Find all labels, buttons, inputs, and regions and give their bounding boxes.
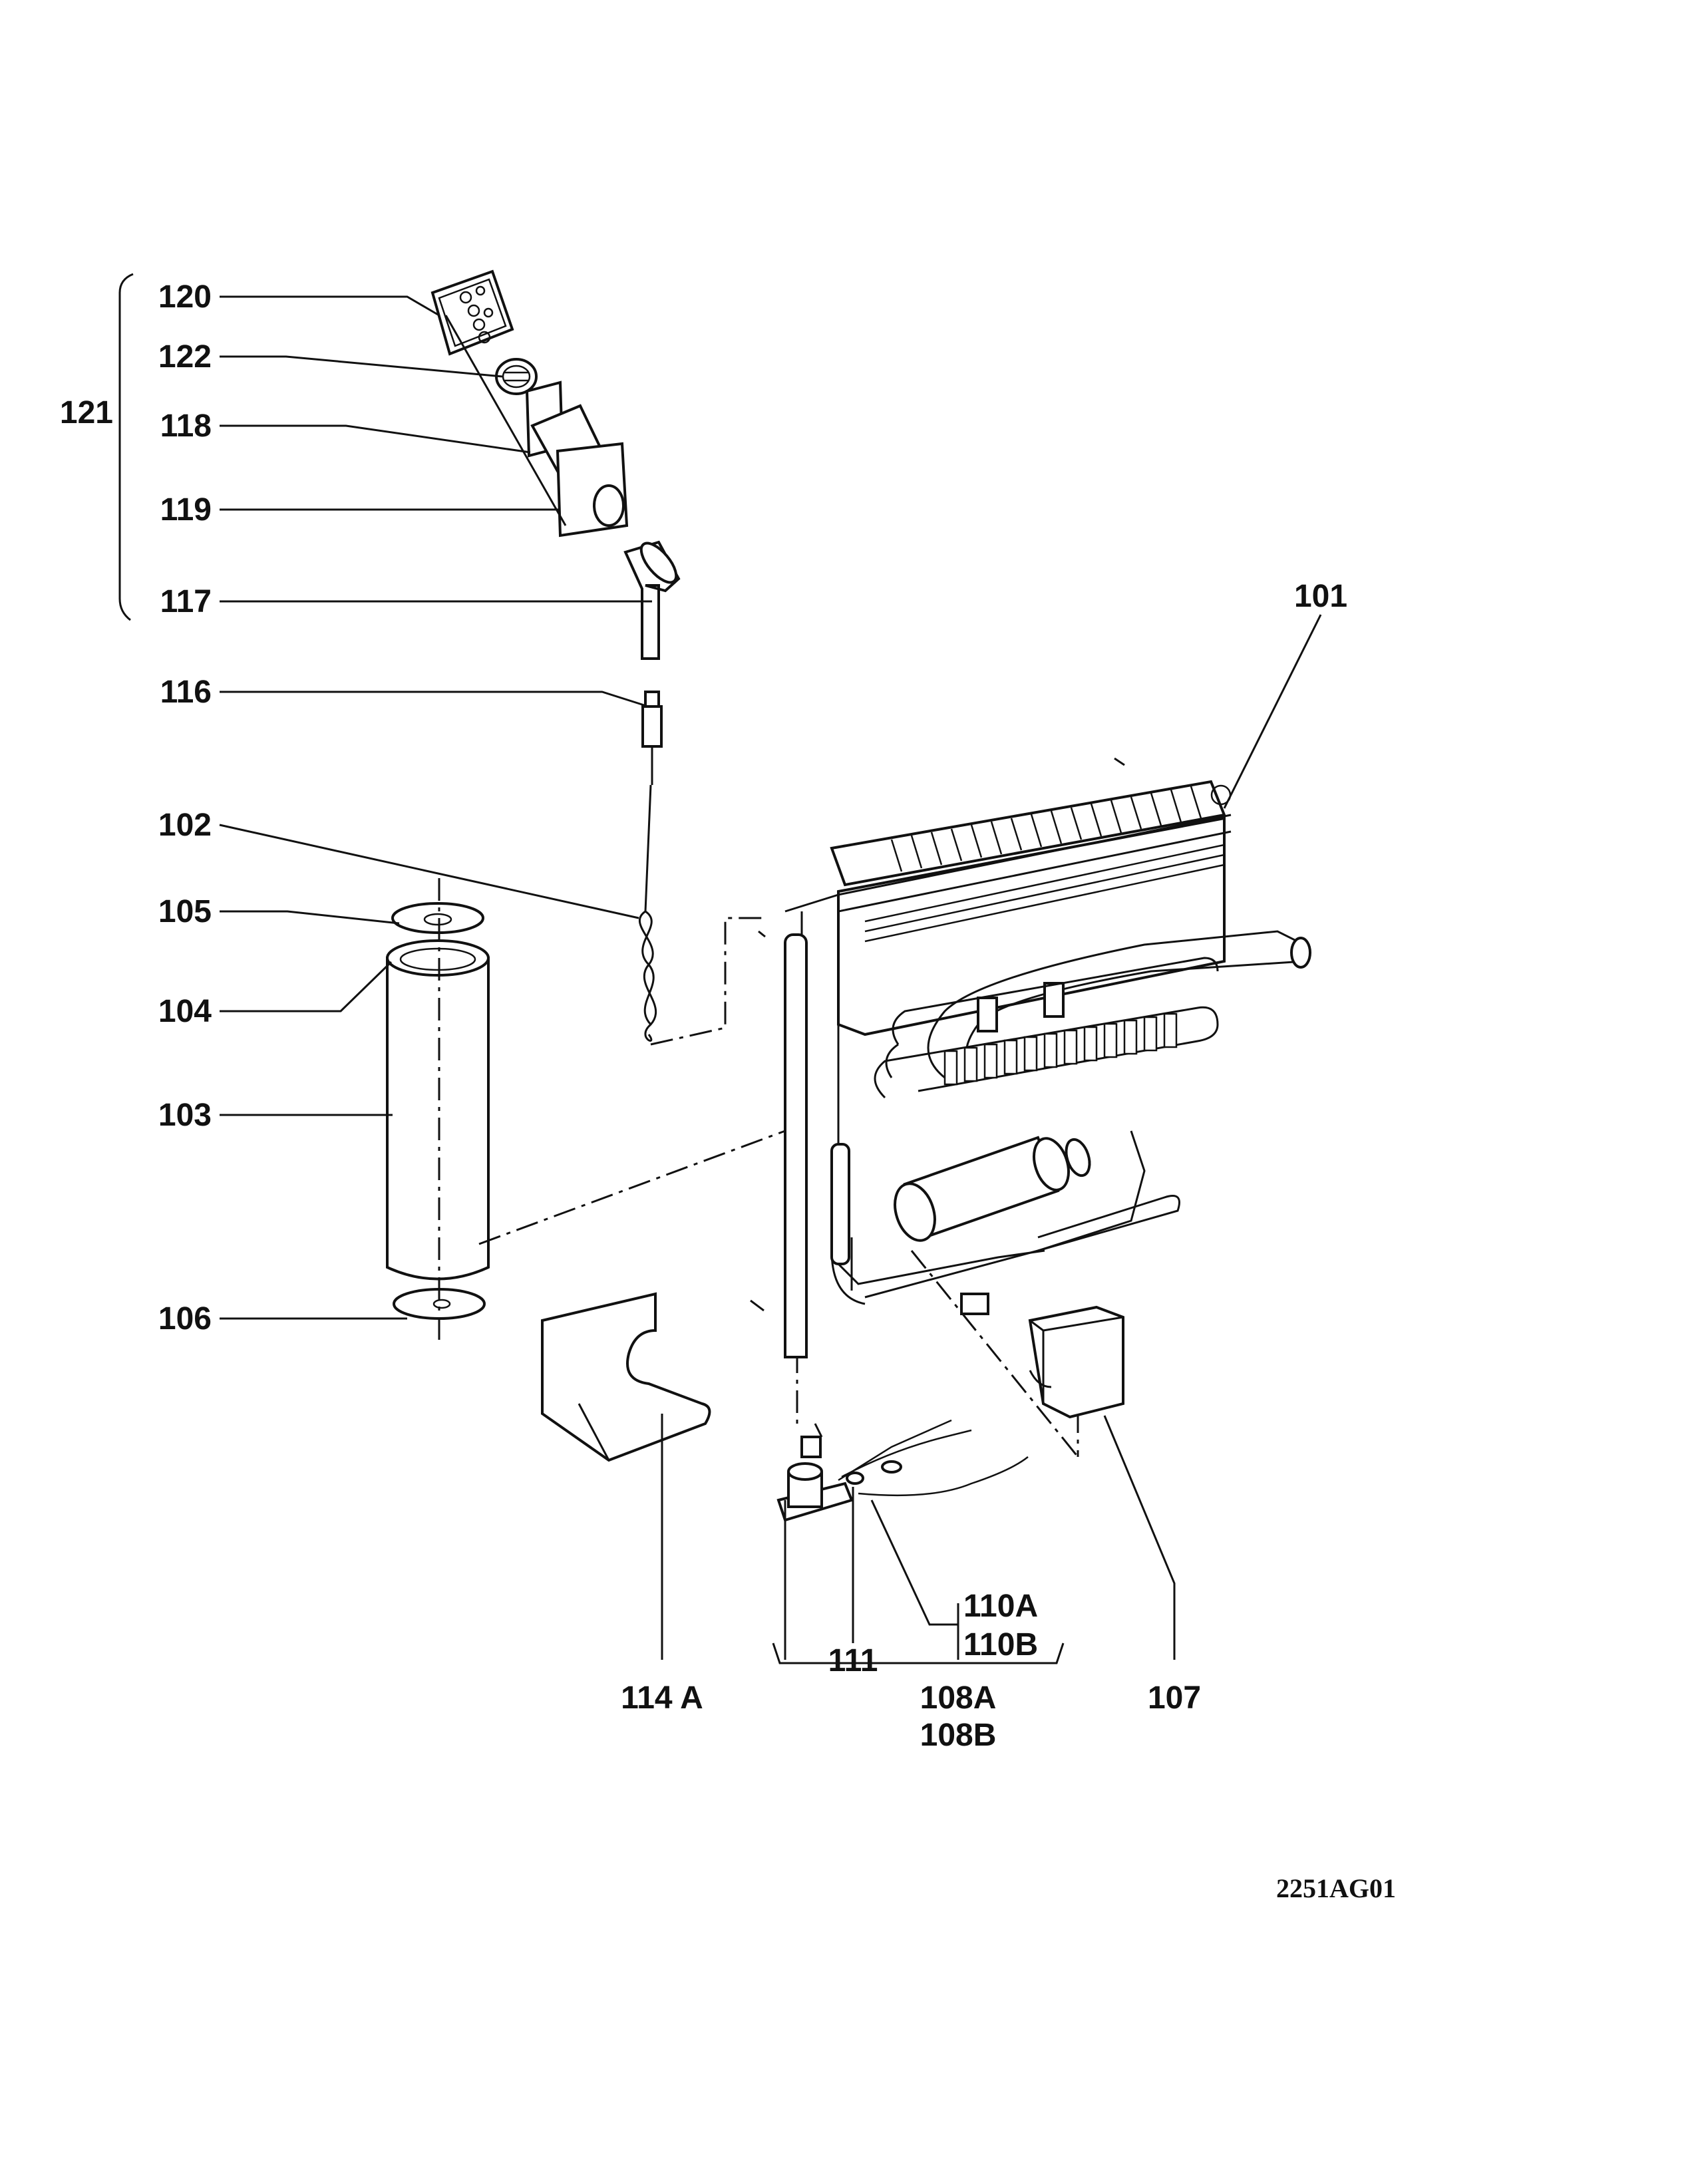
label-106: 106 [158, 1301, 212, 1336]
label-108b: 108B [920, 1718, 997, 1753]
part-102-flue-baffle [639, 784, 657, 1042]
part-labels: 120 122 121 118 119 117 116 101 102 105 … [60, 279, 1396, 1903]
part-110-wires [838, 1419, 1029, 1497]
screw-icon [750, 757, 1125, 1312]
label-122: 122 [158, 339, 212, 375]
drawing-code: 2251AG01 [1276, 1873, 1396, 1903]
label-121: 121 [60, 395, 113, 430]
label-110b: 110B [963, 1627, 1038, 1662]
leader-lines [219, 295, 1322, 1664]
label-117: 117 [160, 584, 212, 619]
bracket-108 [772, 1642, 1065, 1664]
label-120: 120 [158, 279, 212, 315]
label-102: 102 [158, 808, 212, 843]
label-103: 103 [158, 1098, 212, 1133]
part-120-flue-cap [430, 269, 514, 356]
label-111: 111 [828, 1643, 878, 1678]
part-103-boiler-casing [386, 939, 490, 1281]
part-118-flue-duct [525, 381, 629, 538]
part-105-insulation-ring [391, 902, 484, 934]
label-107: 107 [1148, 1680, 1201, 1716]
part-107-cover [1028, 1305, 1124, 1419]
bracket-121 [118, 273, 134, 621]
label-119: 119 [160, 492, 212, 528]
label-118: 118 [160, 408, 212, 444]
part-116-burner-jet [641, 691, 663, 785]
label-105: 105 [158, 894, 212, 929]
part-108-burner [776, 1423, 854, 1522]
alignment-lines [438, 878, 1079, 1458]
label-116: 116 [160, 675, 212, 710]
part-114a-burner-shield [541, 1292, 711, 1462]
label-108a: 108A [920, 1680, 997, 1716]
label-114a: 114 A [621, 1680, 703, 1716]
part-101-cooling-unit [750, 757, 1311, 1358]
part-117-flue-elbow [623, 540, 681, 660]
label-101: 101 [1294, 579, 1347, 614]
label-110a: 110A [963, 1589, 1038, 1624]
label-104: 104 [158, 994, 212, 1029]
